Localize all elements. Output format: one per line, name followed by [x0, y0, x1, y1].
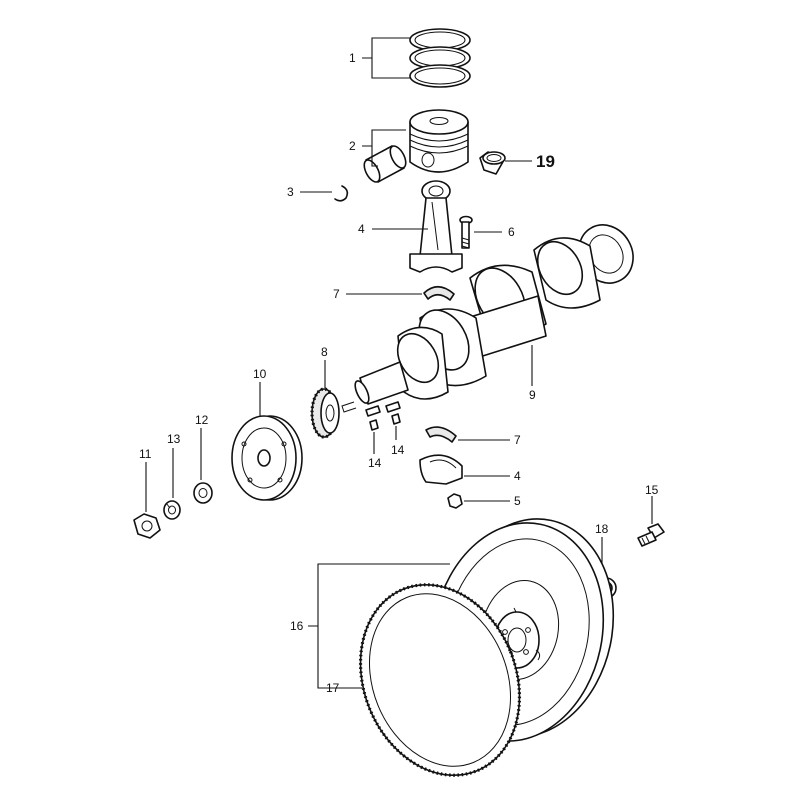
- callout-7-top-label: 7: [333, 287, 340, 301]
- callout-1: 1: [349, 37, 410, 79]
- callout-14-right-label: 14: [391, 443, 405, 457]
- woodruff-keys: [365, 401, 401, 431]
- callout-5-label: 5: [514, 494, 521, 508]
- small-end-bush: [479, 151, 506, 175]
- circlip: [334, 185, 349, 202]
- bearing-shell-lower: [425, 426, 457, 443]
- callout-10-label: 10: [253, 367, 267, 381]
- callout-14-left: 14: [368, 432, 382, 470]
- rod-nut: [447, 493, 463, 509]
- callout-13-label: 13: [167, 432, 181, 446]
- callout-7-top: 7: [333, 287, 422, 301]
- callout-11: 11: [139, 447, 152, 512]
- callout-10: 10: [253, 367, 267, 416]
- callout-8: 8: [321, 345, 328, 388]
- piston: [409, 109, 469, 173]
- callout-14-right: 14: [391, 426, 405, 457]
- callout-15-label: 15: [645, 483, 659, 497]
- callout-6: 6: [474, 225, 515, 239]
- piston-pin: [363, 145, 407, 183]
- callout-3-label: 3: [287, 185, 294, 199]
- connecting-rod: [409, 180, 463, 273]
- crank-gear: [310, 387, 340, 439]
- crank-pulley: [231, 415, 303, 501]
- rod-cap: [419, 454, 463, 485]
- callout-7-bottom: 7: [458, 433, 521, 447]
- callout-4-bottom: 4: [464, 469, 521, 483]
- rod-bolt: [459, 215, 473, 249]
- callout-14-left-label: 14: [368, 456, 382, 470]
- callout-1-label: 1: [349, 51, 356, 65]
- callout-15: 15: [645, 483, 659, 524]
- callout-17-label: 17: [326, 681, 340, 695]
- callout-6-label: 6: [508, 225, 515, 239]
- callout-5: 5: [464, 494, 521, 508]
- callout-12: 12: [195, 413, 209, 480]
- callout-16-label: 16: [290, 619, 304, 633]
- callout-9: 9: [529, 345, 536, 402]
- callout-2: 2: [349, 129, 406, 167]
- lock-washer: [163, 500, 181, 520]
- callout-18-label: 18: [595, 522, 609, 536]
- callout-3: 3: [287, 185, 332, 199]
- callout-19-label: 19: [536, 152, 555, 171]
- callout-16-17: 16 17: [290, 563, 450, 695]
- callout-9-label: 9: [529, 388, 536, 402]
- callout-2-label: 2: [349, 139, 356, 153]
- callout-19: 19: [505, 152, 555, 171]
- callout-4-top-label: 4: [358, 222, 365, 236]
- callout-11-label: 11: [139, 447, 152, 461]
- callout-12-label: 12: [195, 413, 209, 427]
- pulley-nut: [133, 513, 161, 539]
- callout-4-bottom-label: 4: [514, 469, 521, 483]
- ring-gear: [358, 583, 522, 777]
- callout-7-bottom-label: 7: [514, 433, 521, 447]
- callout-8-label: 8: [321, 345, 328, 359]
- piston-rings: [409, 28, 471, 88]
- flywheel-bolt: [637, 523, 665, 547]
- callout-13: 13: [167, 432, 181, 498]
- callout-4-top: 4: [358, 222, 428, 236]
- crankshaft: [341, 224, 634, 413]
- bearing-shell-upper: [423, 285, 455, 301]
- pulley-washer: [193, 482, 213, 504]
